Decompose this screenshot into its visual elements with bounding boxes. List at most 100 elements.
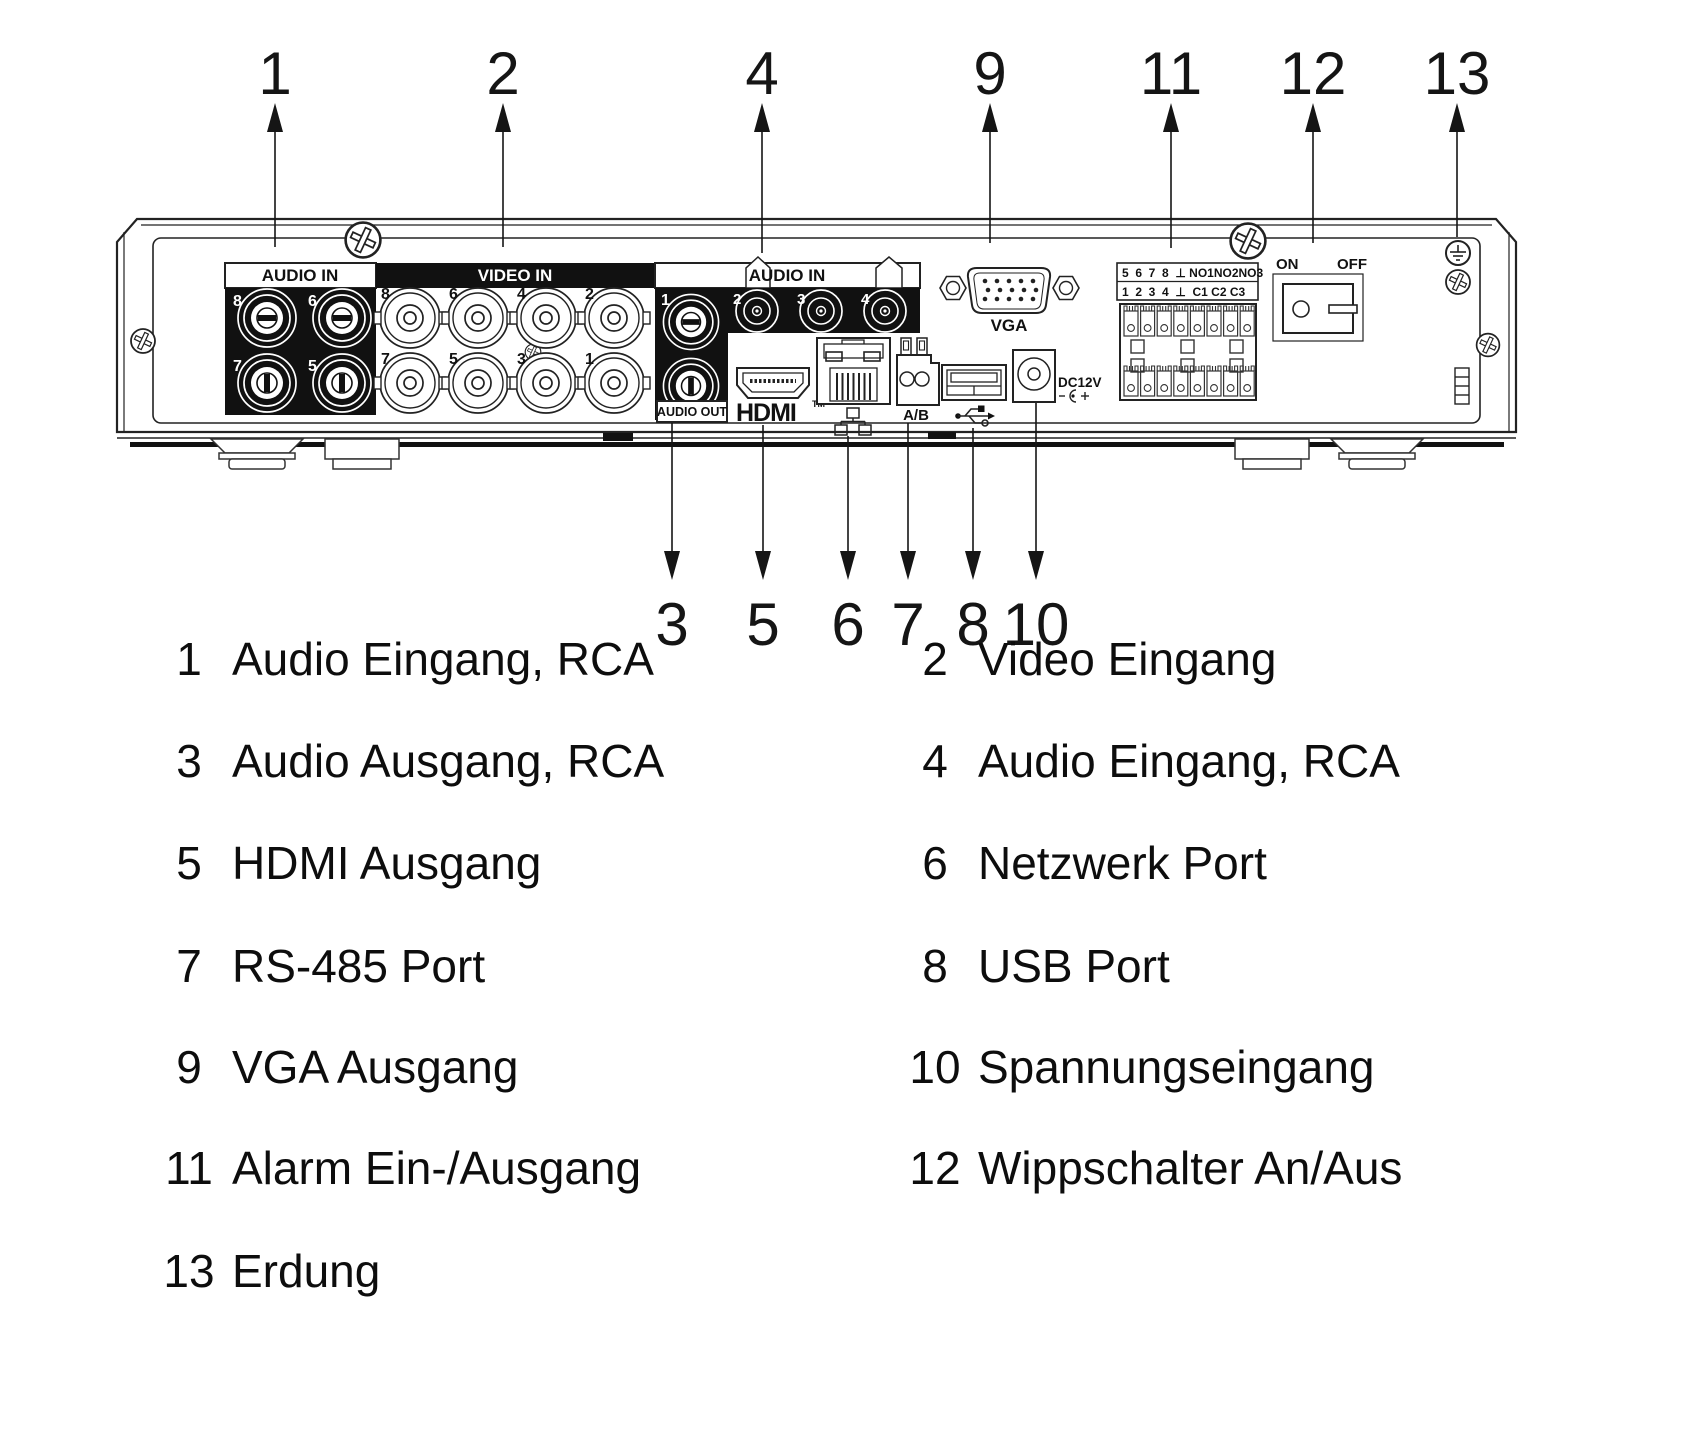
- earth-ground-icon: [1450, 245, 1466, 261]
- callout-3: 3: [655, 423, 689, 658]
- callout-13: 13: [1424, 40, 1490, 237]
- legend-label: Alarm Ein-/Ausgang: [232, 1142, 642, 1194]
- legend-label: Erdung: [232, 1245, 381, 1297]
- arrow-up-icon: [1305, 103, 1321, 132]
- legend-number: 11: [165, 1142, 213, 1194]
- rs485-port: A/B: [896, 337, 940, 424]
- arrow-down-icon: [1028, 551, 1044, 580]
- callout-number: 3: [655, 591, 688, 658]
- legend-row: 1 Audio Eingang, RCA 2 Video Eingang: [0, 632, 1682, 690]
- legend-label: USB Port: [978, 940, 1170, 992]
- callout-number: 7: [891, 591, 924, 658]
- callout-5: 5: [746, 425, 780, 658]
- vent-slot: [1454, 367, 1470, 405]
- panel-tab: [875, 256, 903, 289]
- rs485-label: A/B: [903, 407, 929, 424]
- legend-label: Spannungseingang: [978, 1041, 1375, 1093]
- dc-polarity-icon: [1059, 389, 1089, 403]
- callout-number: 11: [1140, 40, 1202, 107]
- callouts-bottom: 3 5 6 7 8 10: [655, 403, 1069, 658]
- legend-number: 13: [163, 1245, 215, 1297]
- vga-label: VGA: [991, 316, 1028, 335]
- jack-number: 2: [733, 291, 741, 308]
- jack-number: 7: [381, 351, 390, 368]
- arrow-up-icon: [1163, 103, 1179, 132]
- arrow-up-icon: [267, 103, 283, 132]
- switch-on-label: ON: [1276, 256, 1299, 273]
- arrow-up-icon: [495, 103, 511, 132]
- legend-number: 1: [176, 633, 202, 685]
- callout-number: 6: [831, 591, 864, 658]
- jack-number: 4: [861, 291, 870, 308]
- legend-label: Video Eingang: [978, 633, 1277, 685]
- alarm-row1-labels: 5 6 7 8 ⊥ NO1NO2NO3: [1122, 266, 1264, 280]
- legend-number: 7: [176, 940, 202, 992]
- rear-panel-illustration: AUDIO IN 8 6 7 5 VIDEO IN 8 6 4 2 7 5: [115, 40, 1518, 658]
- usb-port: [941, 364, 1007, 427]
- legend-row: 3 Audio Ausgang, RCA 4 Audio Eingang, RC…: [0, 734, 1682, 792]
- jack-number: 4: [517, 286, 526, 303]
- audio-mid-block: AUDIO IN 1 AUDIO OUT 2 3 4: [654, 255, 921, 423]
- legend-row: 9 VGA Ausgang 10 Spannungseingang: [0, 1040, 1682, 1098]
- jack-number: 8: [233, 293, 242, 310]
- screw-icon: [344, 221, 382, 259]
- legend-number: 12: [909, 1142, 961, 1194]
- legend-number: 2: [922, 633, 948, 685]
- audio-mid-title: AUDIO IN: [749, 266, 826, 285]
- legend-label: Audio Eingang, RCA: [978, 735, 1400, 787]
- callout-7: 7: [891, 423, 925, 658]
- callout-1: 1: [258, 40, 292, 247]
- jack-number: 6: [449, 286, 458, 303]
- legend-label: Audio Eingang, RCA: [232, 633, 654, 685]
- callout-number: 9: [973, 40, 1006, 107]
- legend-label: Wippschalter An/Aus: [978, 1142, 1403, 1194]
- legend-row: 7 RS-485 Port 8 USB Port: [0, 939, 1682, 997]
- jack-number: 3: [797, 291, 805, 308]
- callout-number: 10: [1003, 591, 1070, 658]
- callout-number: 5: [746, 591, 779, 658]
- arrow-up-icon: [982, 103, 998, 132]
- legend-row: 11 Alarm Ein-/Ausgang 12 Wippschalter An…: [0, 1141, 1682, 1199]
- arrow-up-icon: [1449, 103, 1465, 132]
- callout-number: 4: [745, 40, 778, 107]
- legend-number: 4: [922, 735, 948, 787]
- callout-number: 8: [956, 591, 989, 658]
- legend-number: 9: [176, 1041, 202, 1093]
- callouts-top: 1 2 4 9 11 12 13: [258, 40, 1490, 253]
- jack-number: 5: [449, 351, 458, 368]
- callout-6: 6: [831, 436, 865, 658]
- callout-9: 9: [973, 40, 1007, 243]
- legend-number: 10: [909, 1041, 961, 1093]
- screw-icon: [1229, 222, 1267, 260]
- arrow-down-icon: [755, 551, 771, 580]
- legend-number: 8: [922, 940, 948, 992]
- legend-number: 5: [176, 837, 202, 889]
- legend-number: 6: [922, 837, 948, 889]
- screw-icon: [1475, 332, 1501, 358]
- callout-8: 8: [956, 428, 990, 658]
- screw-icon: [1445, 269, 1471, 295]
- jack-number: 7: [233, 358, 242, 375]
- power-label: DC12V: [1058, 375, 1102, 390]
- callout-number: 1: [258, 40, 291, 107]
- audio-out-label: AUDIO OUT: [657, 405, 728, 419]
- network-port: [816, 337, 891, 436]
- legend-row: 13 Erdung: [0, 1244, 1682, 1302]
- audio-in-left-title: AUDIO IN: [262, 266, 339, 285]
- video-in-block: VIDEO IN 8 6 4 2 7 5 3 1: [373, 263, 655, 414]
- power-switch: ON OFF: [1272, 256, 1367, 342]
- legend-label: VGA Ausgang: [232, 1041, 519, 1093]
- legend-label: HDMI Ausgang: [232, 837, 542, 889]
- callout-4: 4: [745, 40, 779, 253]
- legend-label: Netzwerk Port: [978, 837, 1267, 889]
- switch-off-label: OFF: [1337, 256, 1367, 273]
- jack-number: 5: [308, 358, 317, 375]
- arrow-down-icon: [965, 551, 981, 580]
- arrow-up-icon: [754, 103, 770, 132]
- jack-number: 3: [517, 351, 526, 368]
- arrow-down-icon: [840, 551, 856, 580]
- legend-label: Audio Ausgang, RCA: [232, 735, 665, 787]
- callout-11: 11: [1140, 40, 1202, 248]
- jack-number: 1: [661, 292, 670, 309]
- hdmi-logo: HDMI: [736, 399, 796, 427]
